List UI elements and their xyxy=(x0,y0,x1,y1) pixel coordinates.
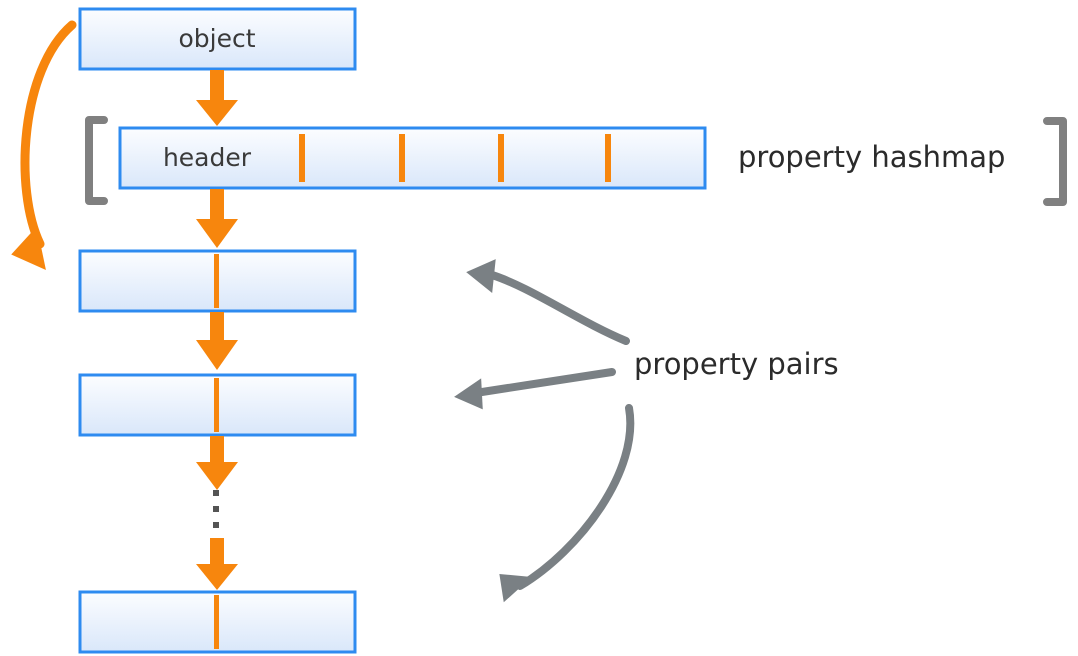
property-pair-box xyxy=(78,249,357,313)
property-pairs-label: property pairs xyxy=(634,347,839,381)
orange-arrow-pair1-to-pair2 xyxy=(196,312,238,370)
orange-arrow-pair2-to-ellipsis xyxy=(196,436,238,490)
hashmap-slot-tick xyxy=(399,134,405,182)
orange-arrow-header-to-pair1 xyxy=(196,189,238,248)
property-pair-box xyxy=(78,590,357,654)
vertical-ellipsis xyxy=(213,490,219,528)
hashmap-slot-ticks xyxy=(299,134,611,182)
right-bracket xyxy=(1043,117,1067,206)
hashmap-slot-tick xyxy=(605,134,611,182)
header-box: header xyxy=(118,126,707,190)
pair-divider xyxy=(214,595,219,649)
left-bracket xyxy=(85,116,108,205)
gray-arrow-to-pair2 xyxy=(454,368,616,410)
object-box-label: object xyxy=(178,24,255,53)
ellipsis-dot xyxy=(213,490,219,496)
orange-arrow-object-to-header xyxy=(196,70,238,126)
orange-arrow-ellipsis-to-pairn xyxy=(196,538,238,590)
ellipsis-dot xyxy=(213,522,219,528)
hashmap-slot-tick xyxy=(498,134,504,182)
orange-curved-arrow-object-to-pair xyxy=(11,20,77,270)
header-box-label: header xyxy=(163,143,252,172)
property-hashmap-label: property hashmap xyxy=(738,140,1005,174)
gray-arrow-to-pairn xyxy=(499,404,635,603)
hashmap-slot-tick xyxy=(299,134,305,182)
object-box: object xyxy=(78,7,357,71)
property-pair-box xyxy=(78,373,357,437)
pair-divider xyxy=(214,254,219,308)
gray-arrow-to-pair1 xyxy=(466,259,630,345)
pair-divider xyxy=(214,378,219,432)
ellipsis-dot xyxy=(213,506,219,512)
